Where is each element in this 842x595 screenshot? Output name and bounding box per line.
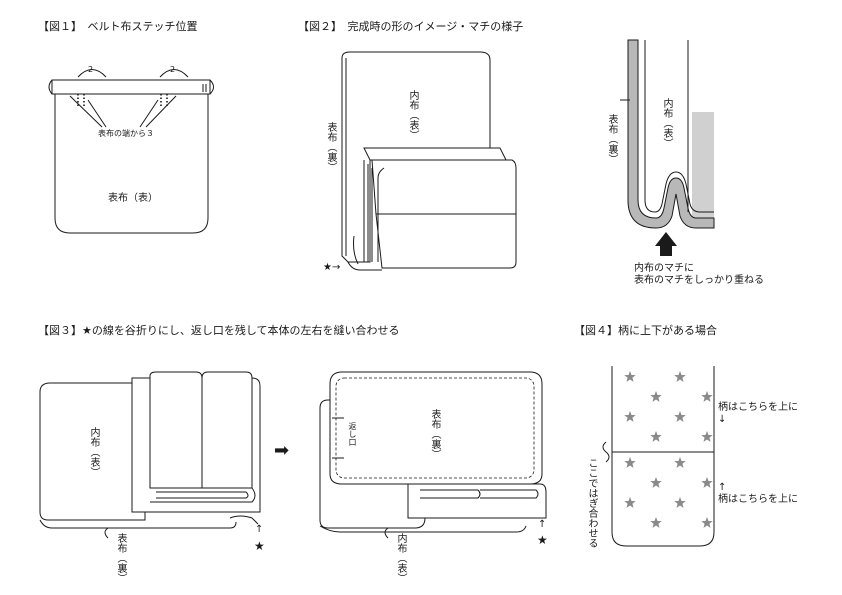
fig4-star-3 <box>650 391 662 402</box>
fig2-note-line2: 表布のマチをしっかり重ねる <box>634 275 764 286</box>
fig3-left-fold-2 <box>201 371 253 489</box>
fig1-edge-note: 表布の端から３ <box>98 129 154 138</box>
fig3-left-inner-label: 内布（表） <box>88 427 99 477</box>
fig4-top-label: 柄はこちらを上に <box>718 402 798 413</box>
fig2-star-marker: ★→ <box>323 262 341 273</box>
fig2-gusset-lower <box>375 213 517 269</box>
fig4-bottom-label: 柄はこちらを上に <box>718 494 798 505</box>
fig3-right-inner-label: 内布（表） <box>395 533 406 583</box>
fig3-direction-arrow: ➡ <box>274 440 290 461</box>
fig4-top-arrow: ↓ <box>718 414 727 425</box>
fig1-dim-left <box>77 69 107 78</box>
fig1-dim-left-label: 2 <box>88 65 94 74</box>
fig4-seam-label: ここではぎ合わせる <box>586 458 597 548</box>
fig4-star-12 <box>701 477 713 488</box>
fig4-star-10 <box>674 457 686 468</box>
fig4-star-15 <box>650 517 662 528</box>
fig4-caption: 【図４】柄に上下がある場合 <box>574 324 717 337</box>
fig3-left-arrow: ↑ <box>255 524 264 535</box>
fig1-body-label: 表布（表） <box>108 193 158 204</box>
fig4-star-2 <box>674 371 686 382</box>
fig4-star-11 <box>650 477 662 488</box>
fig4-star-9 <box>624 457 636 468</box>
fig2-inner-label: 内布（表） <box>407 90 418 140</box>
fig4-star-8 <box>701 431 713 442</box>
fig1-pouch-outline <box>54 92 209 234</box>
fig3-right-stitch-line <box>335 377 535 479</box>
fig2-detail-outer-label: 表布（裏） <box>606 114 617 164</box>
fig4-star-pattern <box>624 371 713 528</box>
fig3-left-outer-label: 表布（裏） <box>115 533 126 583</box>
fig2-detail-inner-label: 内布（表） <box>661 98 672 148</box>
fig3-right-outer-label: 表布（裏） <box>429 409 440 459</box>
fig4-star-1 <box>624 371 636 382</box>
fig2-caption: 【図２】 完成時の形のイメージ・マチの様子 <box>298 20 524 33</box>
fig2-detail-inner-layer <box>644 40 714 213</box>
fig4-star-7 <box>650 431 662 442</box>
fig3-right-panel <box>329 371 543 485</box>
fig2-detail-arrow <box>655 232 677 256</box>
fig4-panel <box>611 366 715 547</box>
fig1-leader-lines <box>69 95 177 128</box>
fig2-note-line1: 内布のマチに <box>634 263 694 274</box>
fig4-star-5 <box>624 411 636 422</box>
fig4-star-13 <box>624 497 636 508</box>
fig3-caption: 【図３】★の線を谷折りにし、返し口を残して本体の左右を縫い合わせる <box>38 324 400 337</box>
fig2-gusset-upper <box>371 159 517 215</box>
fig3-opening-label: 返し口 <box>348 422 357 446</box>
fig4-star-6 <box>674 411 686 422</box>
fig4-bottom-arrow: ↑ <box>718 482 727 493</box>
fig3-right-star: ★ <box>537 533 548 547</box>
fig1-dim-right <box>159 69 189 78</box>
fig1-dim-right-label: 2 <box>170 65 176 74</box>
fig4-star-4 <box>701 391 713 402</box>
fig3-left-panel <box>39 382 146 521</box>
fig1-belt-band <box>51 79 211 95</box>
fig3-left-star: ★ <box>254 539 265 553</box>
fig2-outer-label: 表布（裏） <box>325 122 336 172</box>
fig1-caption: 【図１】 ベルト布ステッチ位置 <box>38 20 198 33</box>
fig4-star-16 <box>701 517 713 528</box>
fig4-star-14 <box>674 497 686 508</box>
fig3-right-arrow: ↑ <box>538 519 547 530</box>
